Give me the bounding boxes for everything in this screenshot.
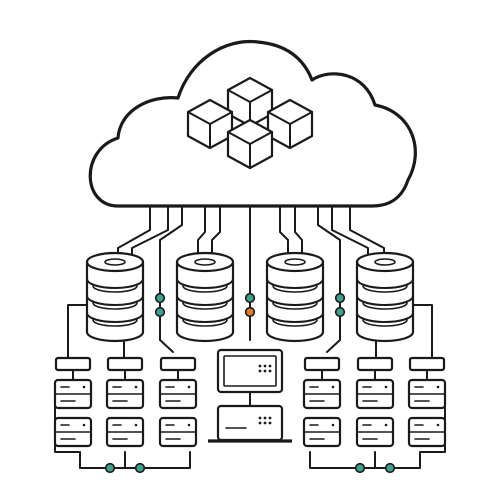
cube-left	[186, 98, 234, 150]
database-icon	[85, 251, 145, 343]
server-icon	[355, 416, 395, 448]
server-top-bar	[159, 356, 197, 372]
connector-node-icon	[244, 306, 256, 318]
server-group	[53, 356, 447, 448]
server-top-bar	[356, 356, 394, 372]
server-icon	[158, 416, 198, 448]
database-icon	[175, 251, 235, 343]
server-top-bar	[106, 356, 144, 372]
workstation-icon	[208, 348, 292, 443]
server-icon	[53, 416, 93, 448]
connector-node-icon	[334, 292, 346, 304]
connector-node-icon	[384, 462, 396, 474]
server-icon	[407, 416, 447, 448]
cloud-links	[117, 207, 385, 353]
server-icon	[355, 378, 395, 410]
server-icon	[302, 378, 342, 410]
cloud-icon	[88, 39, 417, 208]
connector-node-icon	[134, 462, 146, 474]
server-icon	[302, 416, 342, 448]
server-icon	[407, 378, 447, 410]
connector-group	[104, 292, 396, 474]
database-icon	[265, 251, 325, 343]
cube-front	[226, 118, 274, 170]
database-group	[85, 251, 415, 343]
server-icon	[53, 378, 93, 410]
server-top-bar	[303, 356, 341, 372]
cube-top	[226, 76, 274, 128]
connector-node-icon	[354, 462, 366, 474]
cube-right	[266, 98, 314, 150]
connector-node-icon	[104, 462, 116, 474]
server-icon	[158, 378, 198, 410]
connector-node-icon	[334, 306, 346, 318]
cubes-icon	[186, 76, 314, 170]
server-icon	[105, 378, 145, 410]
server-icon	[105, 416, 145, 448]
server-top-bar	[54, 356, 92, 372]
connector-node-icon	[154, 292, 166, 304]
server-top-bar	[408, 356, 446, 372]
database-icon	[355, 251, 415, 343]
connector-node-icon	[244, 292, 256, 304]
connector-node-icon	[154, 306, 166, 318]
